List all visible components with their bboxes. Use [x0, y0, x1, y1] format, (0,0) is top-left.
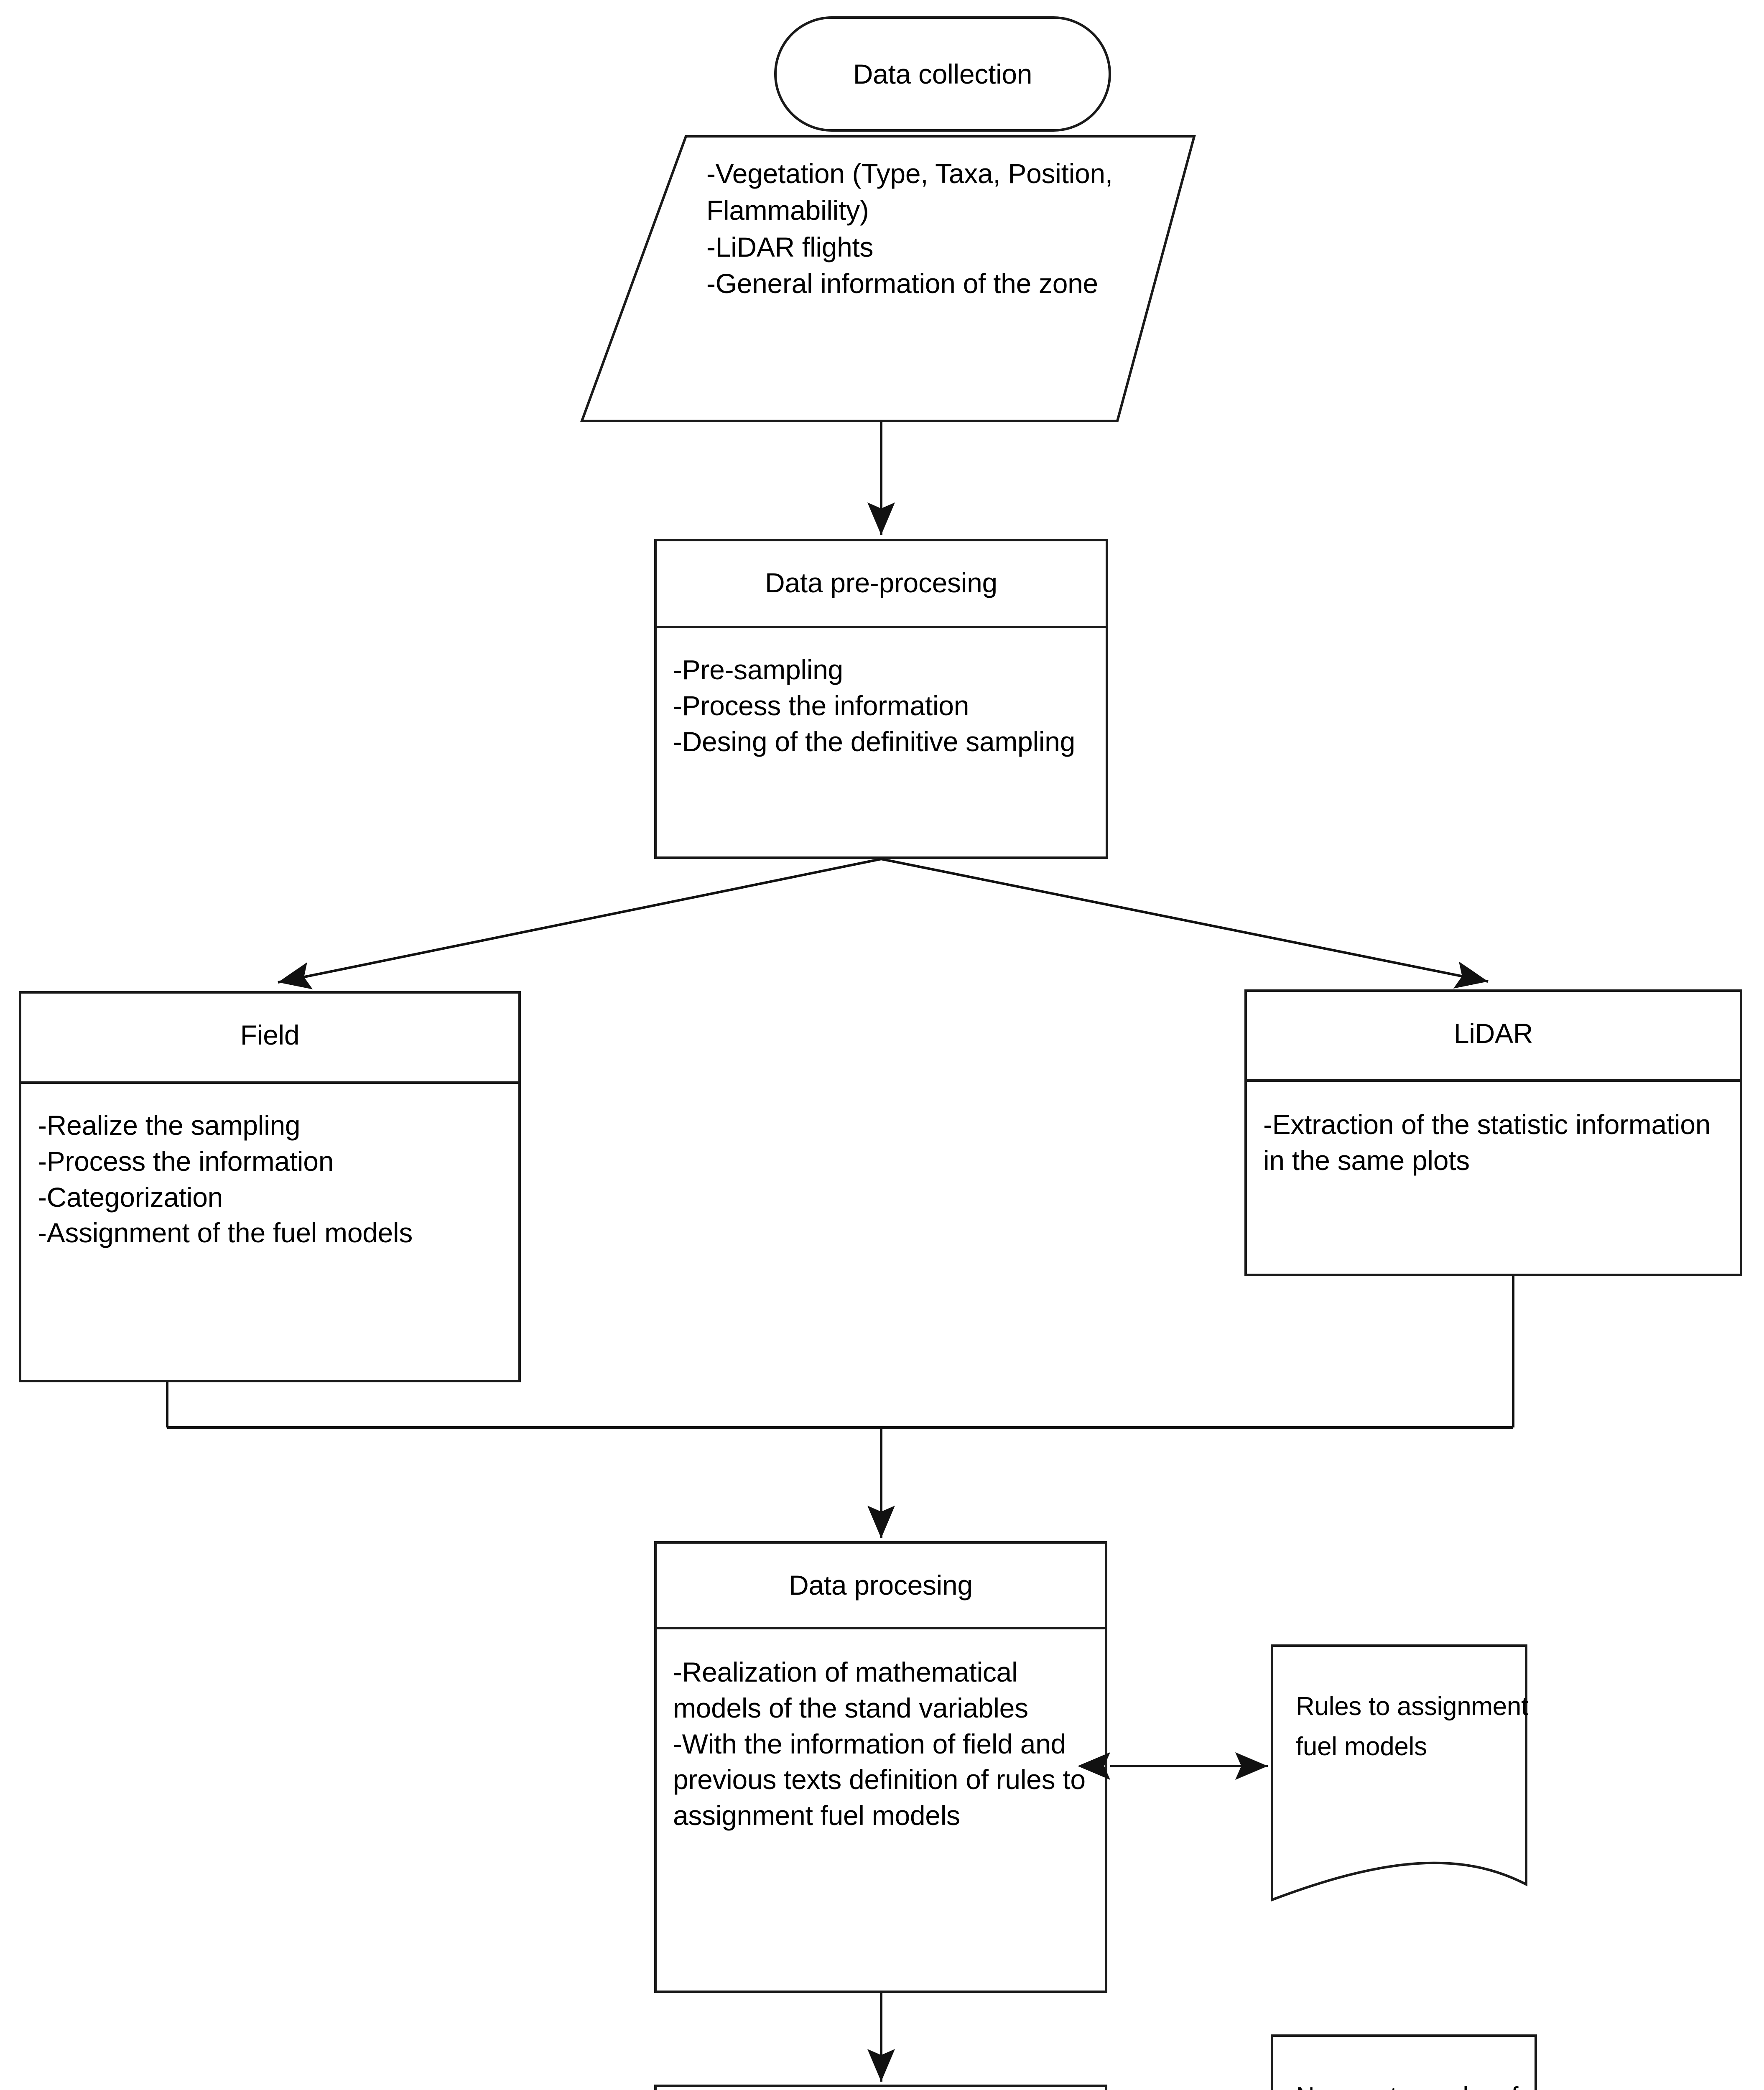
- node-title-lidar: LiDAR: [1453, 1018, 1533, 1049]
- shape-application: [654, 2085, 1107, 2090]
- node-text-rules-document: Rules to assignment fuel models: [1296, 1692, 1535, 1761]
- edge-preprocesing-to-lidar: [881, 858, 1489, 989]
- node-text-data-procesing: -Realization of mathematical models of t…: [673, 1657, 1086, 1831]
- node-text-inputs: -Vegetation (Type, Taxa, Position, Flamm…: [706, 158, 1113, 299]
- node-label-data-collection: Data collection: [853, 59, 1032, 89]
- node-title-field: Field: [240, 1020, 300, 1050]
- node-text-data-preprocesing: -Pre-sampling -Process the information -…: [673, 654, 1075, 757]
- shape-rules-document: [1271, 1644, 1527, 1902]
- node-text-field: -Realize the sampling -Process the infor…: [38, 1110, 413, 1249]
- node-text-lidar: -Extraction of the statistic information…: [1263, 1109, 1718, 1176]
- edge-preprocesing-to-field: [278, 858, 882, 989]
- node-title-data-procesing: Data procesing: [789, 1570, 973, 1601]
- node-text-new-cartography-document: New cartography of fuel models: [1296, 2077, 1547, 2090]
- node-title-data-preprocesing: Data pre-procesing: [765, 567, 997, 598]
